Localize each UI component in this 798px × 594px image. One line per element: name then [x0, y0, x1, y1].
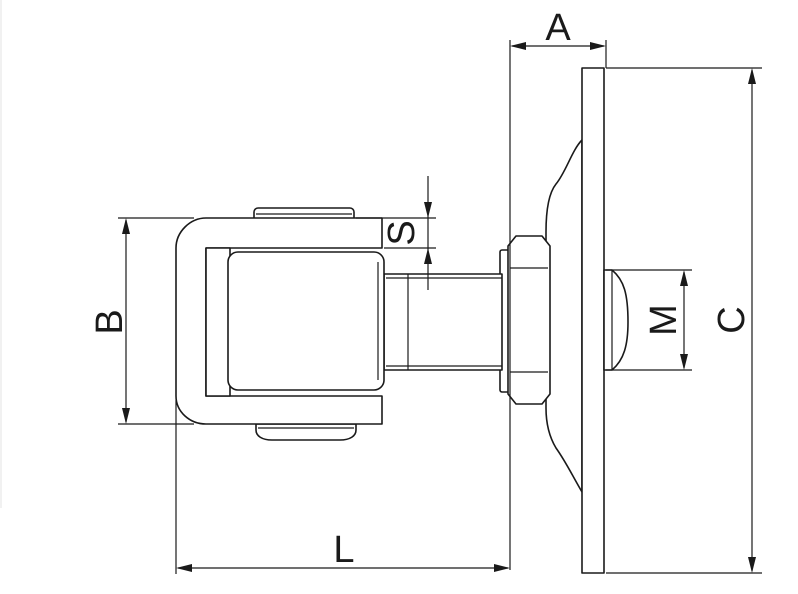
dim-l-arrow-left: [176, 564, 192, 572]
dimension-m: M: [606, 269, 692, 371]
dim-l-arrow-right: [494, 564, 510, 572]
label-s: S: [381, 220, 423, 245]
dimension-b: B: [89, 217, 194, 425]
bracket-inner-plate: [205, 247, 231, 397]
threaded-stem: [383, 273, 503, 371]
dim-a-arrow-left: [510, 42, 526, 50]
dim-a-arrow-right: [590, 42, 606, 50]
label-c: C: [711, 306, 753, 333]
dim-c-arrow-top: [748, 68, 756, 84]
label-a: A: [545, 7, 571, 49]
mounting-plate: [545, 67, 629, 574]
pin-block: [227, 251, 385, 391]
dim-c-arrow-bottom: [748, 557, 756, 573]
hex-nut: [507, 235, 551, 405]
stem-body: [383, 273, 503, 371]
plate-body: [581, 67, 605, 574]
u-bracket: [175, 217, 383, 425]
dim-s-arrow-bottom: [424, 248, 432, 264]
nut-assembly: [499, 235, 551, 405]
bracket-outer: [175, 217, 383, 425]
dimension-s: S: [356, 176, 436, 290]
dimension-a: A: [509, 7, 607, 570]
plate-weld-profile: [545, 139, 583, 493]
dim-m-arrow-bottom: [680, 354, 688, 370]
dimension-l: L: [175, 400, 510, 574]
dim-s-arrow-top: [424, 202, 432, 218]
label-b: B: [89, 309, 131, 334]
dim-b-arrow-bottom: [122, 408, 130, 424]
dim-m-arrow-top: [680, 270, 688, 286]
dimension-c: C: [606, 67, 762, 574]
bottom-collar: [255, 423, 357, 441]
threaded-end-cap: [603, 269, 629, 371]
label-m: M: [643, 304, 685, 336]
dim-b-arrow-top: [122, 218, 130, 234]
label-l: L: [333, 529, 354, 571]
